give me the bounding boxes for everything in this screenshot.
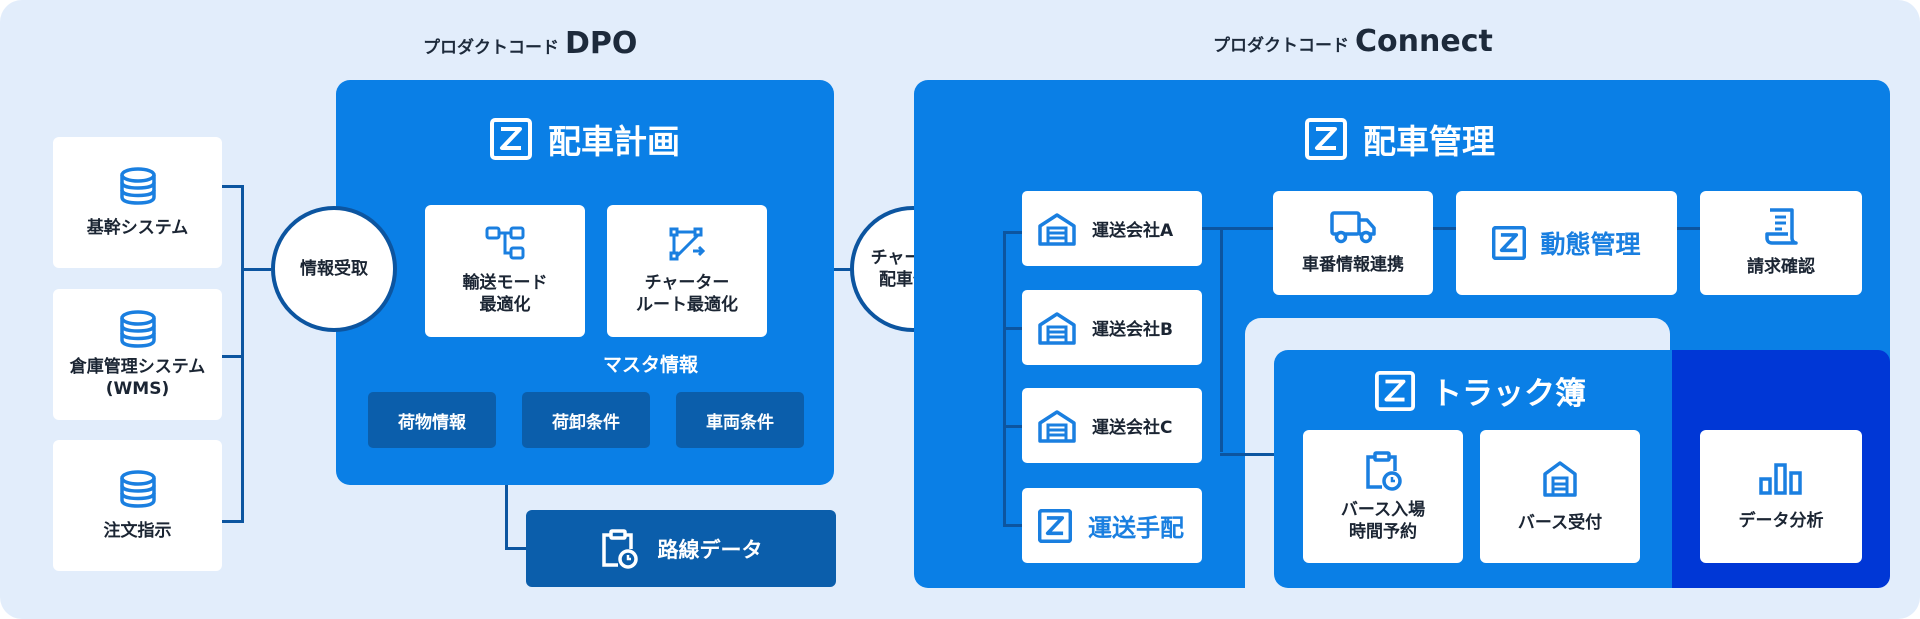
vehicle-link-card: 車番情報連携 <box>1273 191 1433 295</box>
connector-line <box>1003 231 1023 234</box>
dispatch-plan-title: 配車計画 <box>490 115 680 163</box>
brand-logo-icon <box>1038 508 1072 543</box>
carrier-card: 運送会社C <box>1022 388 1202 463</box>
route-data-box: 路線データ <box>526 510 836 587</box>
connector-line <box>241 268 271 271</box>
dispatch-mgmt-title: 配車管理 <box>1305 115 1495 163</box>
brand-logo-icon <box>1305 118 1347 160</box>
warehouse-icon <box>1038 311 1076 345</box>
connector-line <box>505 547 527 550</box>
database-icon <box>119 309 156 348</box>
tracking-card: 動態管理 <box>1456 191 1677 295</box>
carrier-label: 運送会社B <box>1092 320 1173 340</box>
bar-chart-icon <box>1759 462 1802 495</box>
carrier-card: 運送会社B <box>1022 290 1202 365</box>
carrier-label: 運送会社A <box>1092 221 1174 241</box>
tracking-label: 動態管理 <box>1540 230 1641 259</box>
panel-title-text: 配車管理 <box>1363 122 1495 161</box>
master-chip: 荷物情報 <box>368 392 496 448</box>
transport-arrange-card: 運送手配 <box>1022 488 1202 563</box>
connector-line <box>1003 425 1023 428</box>
charter-route-card: チャーター ルート最適化 <box>607 205 767 337</box>
connector-line <box>1200 227 1274 230</box>
source-label: 倉庫管理システム (WMS) <box>69 356 206 399</box>
network-icon <box>485 226 525 260</box>
connector-line <box>222 185 244 188</box>
warehouse-icon <box>1038 212 1076 246</box>
charter-route-label: チャーター ルート最適化 <box>636 273 738 315</box>
connector-line <box>1003 524 1023 527</box>
clipboard-clock-icon <box>601 528 638 569</box>
carrier-label: 運送会社C <box>1092 418 1173 438</box>
panel-title-text: トラック簿 <box>1431 376 1586 412</box>
truckbook-title: トラック簿 <box>1375 368 1586 413</box>
master-chip: 荷卸条件 <box>522 392 650 448</box>
connector-line <box>1677 227 1701 230</box>
brand-logo-icon <box>1492 226 1527 260</box>
warehouse-icon <box>1038 409 1076 443</box>
berth-reservation-label: バース入場 時間予約 <box>1340 499 1426 542</box>
data-analysis-label: データ分析 <box>1738 510 1824 531</box>
billing-label: 請求確認 <box>1747 257 1815 277</box>
vehicle-link-label: 車番情報連携 <box>1302 255 1404 275</box>
connector-line <box>1003 327 1023 330</box>
transport-mode-card: 輸送モード 最適化 <box>425 205 585 337</box>
transport-mode-label: 輸送モード 最適化 <box>462 273 548 315</box>
billing-card: 請求確認 <box>1700 191 1862 295</box>
connector-line <box>1433 227 1457 230</box>
connector-line <box>222 520 244 523</box>
brand-logo-icon <box>490 118 532 160</box>
berth-reception-card: バース受付 <box>1480 430 1640 563</box>
clipboard-clock-icon <box>1366 450 1402 491</box>
truck-icon <box>1330 211 1376 244</box>
database-icon <box>119 469 156 508</box>
connector-line <box>1220 227 1223 452</box>
route-icon <box>669 227 706 261</box>
panel-title-text: 配車計画 <box>548 122 680 161</box>
source-card: 基幹システム <box>53 137 222 268</box>
connector-line <box>1220 453 1274 456</box>
master-info-label: マスタ情報 <box>603 354 699 376</box>
transport-arrange-label: 運送手配 <box>1088 514 1184 542</box>
berth-reception-label: バース受付 <box>1517 512 1603 533</box>
berth-reservation-card: バース入場 時間予約 <box>1303 430 1463 563</box>
receipt-icon <box>1765 208 1798 245</box>
data-analysis-card: データ分析 <box>1700 430 1862 563</box>
connector-line <box>222 355 244 358</box>
source-label: 基幹システム <box>86 217 189 238</box>
connector-line <box>241 185 244 523</box>
route-data-label: 路線データ <box>657 537 763 562</box>
source-card: 注文指示 <box>53 440 222 571</box>
warehouse-door-icon <box>1543 460 1577 497</box>
info-receive-node: 情報受取 <box>271 206 397 332</box>
master-chip: 車両条件 <box>676 392 804 448</box>
brand-logo-icon <box>1375 370 1415 411</box>
database-icon <box>119 166 156 205</box>
connector-line <box>1003 231 1006 527</box>
source-card: 倉庫管理システム (WMS) <box>53 289 222 420</box>
source-label: 注文指示 <box>103 520 172 541</box>
info-receive-label: 情報受取 <box>300 259 368 279</box>
carrier-card: 運送会社A <box>1022 191 1202 266</box>
